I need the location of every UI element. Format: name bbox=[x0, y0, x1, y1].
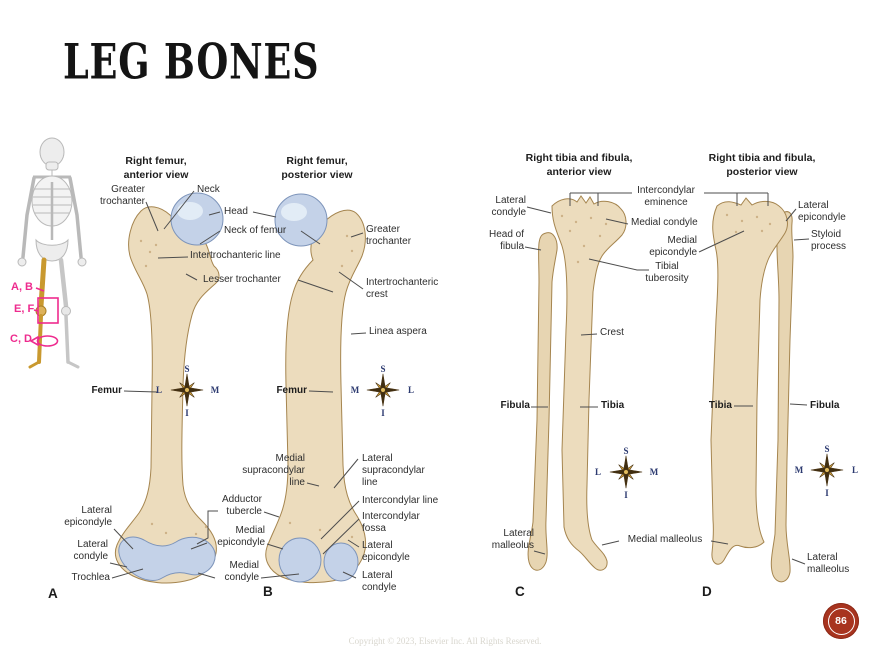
label-medial-epicondyle-d: Medial epicondyle bbox=[649, 235, 697, 258]
label-head-of-fibula: Head of fibula bbox=[488, 229, 524, 252]
label-styloid-process: Styloid process bbox=[811, 229, 847, 252]
label-adductor-tubercle: Adductor tubercle bbox=[221, 494, 262, 517]
view-marker-c: C bbox=[515, 584, 525, 599]
compass-a-superior: S bbox=[184, 364, 189, 374]
slide-title: LEG BONES bbox=[63, 34, 320, 92]
label-tibia-anterior: Tibia bbox=[601, 400, 625, 411]
label-trochlea: Trochlea bbox=[71, 572, 110, 583]
copyright-text: Copyright © 2023, Elsevier Inc. All Righ… bbox=[348, 636, 542, 646]
header-femur-anterior: Right femur, anterior view bbox=[123, 155, 189, 181]
compass-c-medial: M bbox=[650, 467, 659, 477]
label-head: Head bbox=[224, 206, 248, 217]
orientation-compass-b: S I M L bbox=[351, 364, 414, 418]
view-marker-a: A bbox=[48, 586, 58, 601]
label-lateral-condyle-c: Lateral condyle bbox=[491, 195, 526, 218]
label-crest: Crest bbox=[600, 327, 624, 338]
label-lateral-condyle-a: Lateral condyle bbox=[73, 539, 108, 562]
label-medial-condyle: Medial condyle bbox=[224, 560, 259, 583]
label-femur-posterior: Femur bbox=[276, 385, 307, 396]
compass-d-medial: M bbox=[795, 465, 804, 475]
compass-c-lateral: L bbox=[595, 467, 601, 477]
tibia-fibula-anterior-art bbox=[527, 195, 627, 571]
header-tibia-posterior: Right tibia and fibula, posterior view bbox=[708, 152, 816, 178]
label-lateral-epicondyle-d: Lateral epicondyle bbox=[798, 200, 846, 223]
compass-d-superior: S bbox=[824, 444, 829, 454]
compass-a-lateral: L bbox=[156, 385, 162, 395]
view-marker-b: B bbox=[263, 584, 273, 599]
label-tibia-posterior: Tibia bbox=[708, 400, 732, 411]
label-intercondylar-line: Intercondylar line bbox=[362, 495, 439, 506]
compass-d-inferior: I bbox=[825, 488, 829, 498]
label-greater-trochanter-anterior: Greater trochanter bbox=[99, 184, 145, 207]
label-medial-condyle-c: Medial condyle bbox=[631, 217, 698, 228]
femur-posterior-art bbox=[265, 193, 367, 584]
compass-b-superior: S bbox=[380, 364, 385, 374]
label-lateral-condyle-b: Lateral condyle bbox=[362, 570, 397, 593]
header-femur-posterior: Right femur, posterior view bbox=[281, 155, 353, 181]
label-lateral-malleolus-d: Lateral malleolus bbox=[807, 552, 850, 575]
inset-highlight-marks bbox=[29, 287, 59, 347]
leader-lines bbox=[109, 190, 810, 579]
label-intercondylar-eminence: Intercondylar eminence bbox=[637, 185, 695, 208]
label-femur-anterior: Femur bbox=[91, 385, 122, 396]
view-marker-d: D bbox=[702, 584, 712, 599]
page-number-ring: 86 bbox=[827, 607, 855, 635]
compass-b-inferior: I bbox=[381, 408, 385, 418]
label-medial-epicondyle: Medial epicondyle bbox=[217, 525, 265, 548]
label-fibula-posterior: Fibula bbox=[810, 400, 840, 411]
label-greater-trochanter-posterior: Greater trochanter bbox=[366, 224, 412, 247]
label-intertrochanteric-line: Intertrochanteric line bbox=[190, 250, 281, 261]
label-lateral-supracondylar-line: Lateral supracondylar line bbox=[362, 453, 425, 488]
tibia-fibula-posterior-art bbox=[710, 197, 794, 583]
inset-label-ef: E, F bbox=[14, 303, 35, 315]
page-number-badge: 86 bbox=[823, 603, 859, 639]
compass-b-lateral: L bbox=[408, 385, 414, 395]
label-neck-of-femur: Neck of femur bbox=[224, 225, 287, 236]
orientation-compass-a: S I L M bbox=[156, 364, 220, 418]
inset-label-ab: A, B bbox=[11, 281, 33, 293]
compass-c-superior: S bbox=[623, 446, 628, 456]
label-tibial-tuberosity: Tibial tuberosity bbox=[645, 261, 689, 284]
label-lesser-trochanter: Lesser trochanter bbox=[203, 274, 281, 285]
orientation-compass-d: S I M L bbox=[795, 444, 858, 498]
label-lateral-epicondyle-b: Lateral epicondyle bbox=[362, 540, 410, 563]
compass-b-medial: M bbox=[351, 385, 360, 395]
label-lateral-malleolus-c: Lateral malleolus bbox=[491, 528, 534, 551]
label-intercondylar-fossa: Intercondylar fossa bbox=[362, 511, 420, 534]
label-medial-malleolus: Medial malleolus bbox=[627, 534, 703, 545]
compass-c-inferior: I bbox=[624, 490, 628, 500]
label-intertrochanteric-crest: Intertrochanteric crest bbox=[366, 277, 439, 300]
orientation-compass-c: S I L M bbox=[595, 446, 659, 500]
header-tibia-anterior: Right tibia and fibula, anterior view bbox=[525, 152, 633, 178]
label-lateral-epicondyle-a: Lateral epicondyle bbox=[64, 505, 112, 528]
label-fibula-anterior: Fibula bbox=[500, 400, 530, 411]
label-linea-aspera: Linea aspera bbox=[369, 326, 427, 337]
compass-d-lateral: L bbox=[852, 465, 858, 475]
compass-a-inferior: I bbox=[185, 408, 189, 418]
page-number: 86 bbox=[835, 615, 847, 627]
femur-anterior-art bbox=[114, 192, 224, 584]
compass-a-medial: M bbox=[211, 385, 220, 395]
label-neck: Neck bbox=[197, 184, 220, 195]
label-medial-supracondylar-line: Medial supracondylar line bbox=[242, 453, 305, 488]
inset-label-cd: C, D bbox=[10, 333, 32, 345]
